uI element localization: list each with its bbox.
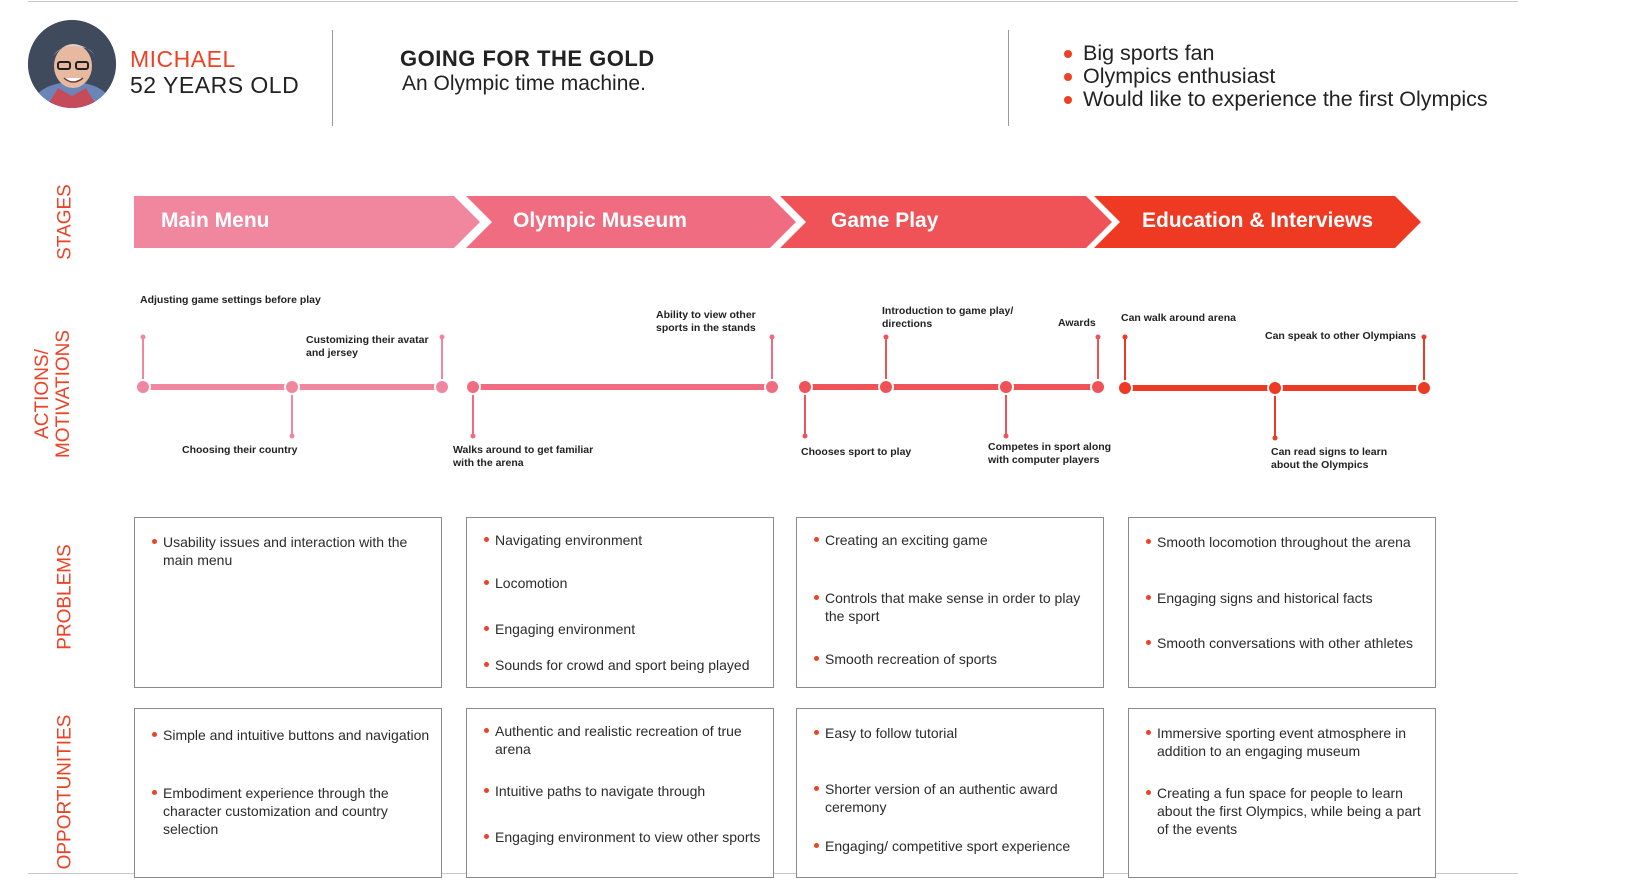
problem-item: Smooth conversations with other athletes — [1145, 634, 1427, 652]
row-label-opportunities: OPPORTUNITIES — [54, 714, 76, 870]
persona-name: MICHAEL — [130, 46, 236, 72]
problem-item: Creating an exciting game — [813, 531, 1095, 549]
problem-item: Sounds for crowd and sport being played — [483, 656, 765, 674]
problem-item: Navigating environment — [483, 531, 765, 549]
persona-age: 52 YEARS OLD — [130, 72, 300, 98]
action-competes-line2: with computer players — [988, 454, 1100, 466]
opportunity-item: Embodiment experience through the charac… — [151, 784, 433, 838]
action-competes-line1: Competes in sport along — [988, 441, 1112, 453]
problems-box-olympic-museum: Navigating environment Locomotion Engagi… — [466, 517, 774, 688]
action-read-line2: about the Olympics — [1271, 459, 1369, 471]
stages-band — [134, 196, 1421, 248]
action-competes: Competes in sport along with computer pl… — [988, 441, 1111, 467]
timeline-segment-olympic-museum — [465, 334, 780, 439]
opportunity-item: Creating a fun space for people to learn… — [1145, 784, 1427, 838]
action-speak: Can speak to other Olympians — [1265, 330, 1417, 342]
project-title: GOING FOR THE GOLD — [400, 46, 655, 71]
trait-item: Would like to experience the first Olymp… — [1062, 88, 1488, 111]
action-chooses-sport: Chooses sport to play — [801, 446, 912, 458]
trait-item: Olympics enthusiast — [1062, 65, 1488, 88]
opportunity-item: Easy to follow tutorial — [813, 724, 1095, 742]
stage-arrow-education — [1094, 196, 1421, 248]
header-divider-1 — [332, 30, 333, 126]
action-intro-line2: directions — [882, 318, 933, 330]
action-intro: Introduction to game play/ directions — [882, 305, 1013, 331]
trait-item: Big sports fan — [1062, 42, 1488, 65]
action-customizing: Customizing their avatar and jersey — [306, 334, 429, 360]
action-intro-line1: Introduction to game play/ — [882, 305, 1014, 317]
opportunity-item: Intuitive paths to navigate through — [483, 782, 765, 800]
problem-item: Usability issues and interaction with th… — [151, 533, 433, 569]
action-awards: Awards — [1058, 317, 1096, 329]
header-divider-2 — [1008, 30, 1009, 126]
opportunity-item: Engaging/ competitive sport experience — [813, 837, 1095, 855]
opportunities-box-game-play: Easy to follow tutorial Shorter version … — [796, 708, 1104, 878]
stage-arrow-main-menu — [134, 196, 480, 248]
problems-box-main-menu: Usability issues and interaction with th… — [134, 517, 442, 688]
action-customizing-line1: Customizing their avatar — [306, 334, 429, 346]
opportunities-box-education: Immersive sporting event atmosphere in a… — [1128, 708, 1436, 878]
stage-label-olympic-museum: Olympic Museum — [513, 209, 687, 232]
problem-item: Engaging environment — [483, 620, 765, 638]
action-ability-line2: sports in the stands — [656, 322, 756, 334]
problem-item: Controls that make sense in order to pla… — [813, 589, 1095, 625]
timeline-segment-education — [1117, 334, 1432, 441]
actions-timeline — [135, 334, 1432, 441]
action-adjusting: Adjusting game settings before play — [140, 294, 321, 306]
problem-item: Smooth locomotion throughout the arena — [1145, 533, 1427, 551]
stage-arrow-game-play — [780, 196, 1112, 248]
stage-arrow-olympic-museum — [466, 196, 796, 248]
opportunity-item: Shorter version of an authentic award ce… — [813, 780, 1095, 816]
problem-item: Engaging signs and historical facts — [1145, 589, 1427, 607]
opportunity-item: Engaging environment to view other sport… — [483, 828, 765, 846]
problem-item: Smooth recreation of sports — [813, 650, 1095, 668]
row-label-problems: PROBLEMS — [54, 544, 76, 650]
avatar — [28, 20, 116, 108]
action-ability: Ability to view other sports in the stan… — [656, 309, 756, 335]
opportunity-item: Immersive sporting event atmosphere in a… — [1145, 724, 1427, 760]
opportunity-item: Authentic and realistic recreation of tr… — [483, 722, 765, 758]
opportunities-box-main-menu: Simple and intuitive buttons and navigat… — [134, 708, 442, 878]
opportunities-box-olympic-museum: Authentic and realistic recreation of tr… — [466, 708, 774, 878]
action-customizing-line2: and jersey — [306, 347, 358, 359]
timeline-segment-main-menu — [135, 334, 450, 439]
action-walks-line2: with the arena — [453, 457, 524, 469]
stage-label-education: Education & Interviews — [1142, 209, 1374, 232]
problems-box-education: Smooth locomotion throughout the arena E… — [1128, 517, 1436, 688]
persona-traits: Big sports fan Olympics enthusiast Would… — [1062, 42, 1488, 111]
opportunity-item: Simple and intuitive buttons and navigat… — [151, 726, 433, 744]
stage-label-game-play: Game Play — [831, 209, 939, 232]
stage-label-main-menu: Main Menu — [161, 209, 270, 232]
project-subtitle: An Olympic time machine. — [402, 72, 646, 95]
action-walks: Walks around to get familiar with the ar… — [453, 444, 593, 470]
problem-item: Locomotion — [483, 574, 765, 592]
action-walks-line1: Walks around to get familiar — [453, 444, 594, 456]
action-choosing-country: Choosing their country — [182, 444, 298, 456]
action-walk-arena: Can walk around arena — [1121, 312, 1236, 324]
problems-box-game-play: Creating an exciting game Controls that … — [796, 517, 1104, 688]
top-divider — [28, 1, 1518, 2]
timeline-segment-game-play — [797, 334, 1106, 439]
action-ability-line1: Ability to view other — [656, 309, 756, 321]
action-read: Can read signs to learn about the Olympi… — [1271, 446, 1387, 472]
action-read-line1: Can read signs to learn — [1271, 446, 1388, 458]
